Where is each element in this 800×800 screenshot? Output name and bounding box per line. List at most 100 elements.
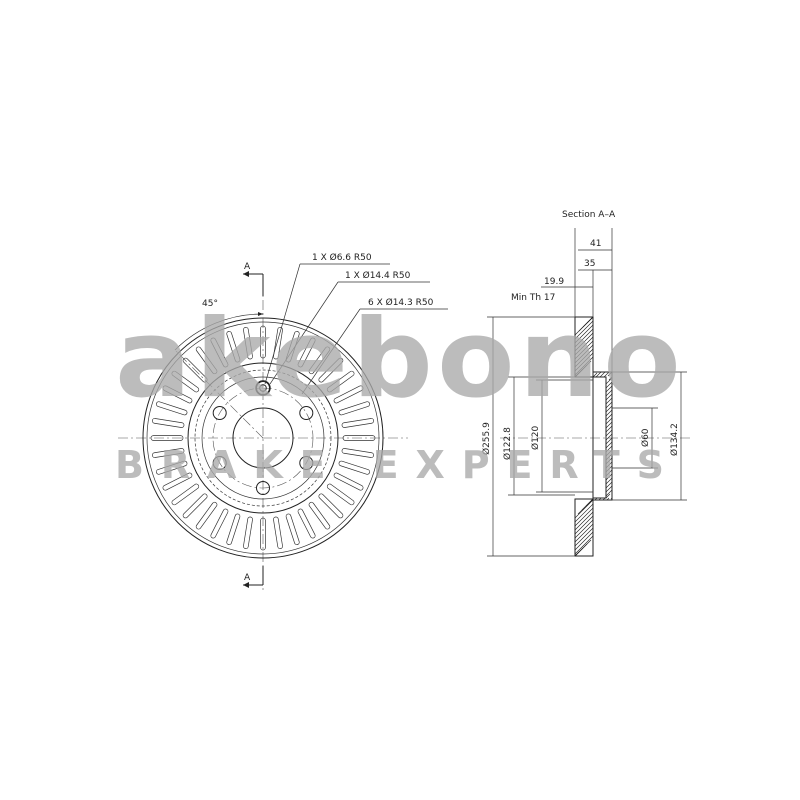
section-hatching <box>574 316 613 557</box>
callout-medium-hole: 1 X Ø14.4 R50 <box>269 270 430 385</box>
hatch-line <box>599 371 606 378</box>
vent-slot <box>326 370 355 393</box>
vent-slot <box>308 501 331 530</box>
vent-slot <box>297 337 316 368</box>
hatch-line <box>610 497 613 500</box>
hatch-line <box>605 385 613 393</box>
hatch-line <box>574 336 594 356</box>
hat-flange <box>593 376 607 499</box>
vent-slot <box>171 483 200 506</box>
vent-slot <box>226 331 241 363</box>
hatch-line <box>605 397 613 405</box>
hatch-line <box>574 507 594 527</box>
hatch-line <box>605 453 613 461</box>
hatch-line <box>606 497 610 501</box>
vent-slot <box>151 448 185 458</box>
bolt-hole <box>256 481 270 495</box>
dim-hat-depth: 35 <box>584 259 595 269</box>
hatch-line <box>605 377 613 385</box>
callout-bolt-holes: 6 X Ø14.3 R50 <box>301 297 448 395</box>
hatch-line <box>605 433 613 441</box>
hatch-line <box>574 344 594 364</box>
section-mark-top-label: A <box>244 262 251 272</box>
hatch-line <box>589 498 594 503</box>
section-marker-top: A <box>243 262 264 296</box>
hatch-line <box>605 441 613 449</box>
callout-small-hole: 1 X Ø6.6 R50 <box>264 252 390 385</box>
hatch-line <box>605 381 613 389</box>
hatch-line <box>574 523 594 543</box>
vent-slot <box>333 385 364 404</box>
hatch-line <box>603 371 610 378</box>
section-title: Section A–A <box>562 210 616 220</box>
hatch-line <box>605 485 613 493</box>
vent-slot <box>308 346 331 375</box>
vent-slots <box>150 325 376 551</box>
bolt-hole <box>299 456 314 470</box>
hatch-line <box>605 429 613 437</box>
section-marker-bottom: A <box>243 566 264 588</box>
vent-slot <box>260 325 266 359</box>
vent-slot <box>150 435 184 441</box>
dim-hat-diameter: Ø120 <box>530 425 541 450</box>
bolt-hole <box>212 456 227 470</box>
hatch-line <box>574 328 594 348</box>
vent-slot <box>195 501 218 530</box>
section-mark-bottom-label: A <box>244 573 251 583</box>
hatch-line <box>605 393 613 401</box>
hatch-line <box>574 324 594 344</box>
bolt-centerline-45 <box>174 349 264 439</box>
hatch-line <box>605 493 611 499</box>
center-bore <box>232 407 294 469</box>
vent-slot <box>260 517 266 551</box>
hatch-line <box>574 348 594 368</box>
hatch-line <box>574 356 594 376</box>
hatch-line <box>574 535 594 555</box>
hatch-line <box>605 481 613 489</box>
hatch-line <box>605 449 613 457</box>
medium-hole <box>255 380 271 396</box>
vent-slot <box>318 357 344 383</box>
watermark-brand: akebono <box>115 297 685 422</box>
vent-slot <box>333 472 364 491</box>
bolt-circle <box>212 387 314 489</box>
hatch-line <box>605 477 613 485</box>
dim-min-thickness: Min Th 17 <box>511 293 555 303</box>
disc-outer-edge-inner <box>146 321 380 555</box>
bolt-hole <box>299 406 314 420</box>
callout-medium-hole-label: 1 X Ø14.4 R50 <box>345 270 411 281</box>
hatch-line <box>574 503 594 523</box>
hatch-line <box>605 413 613 421</box>
angle-label: 45° <box>202 299 218 309</box>
hatch-line <box>605 461 613 469</box>
front-view: 45° A A 1 X Ø6.6 R50 1 X Ø14.4 R50 <box>118 252 448 590</box>
hatch-line <box>574 352 594 372</box>
angle-arc <box>174 313 264 351</box>
vent-slot <box>171 370 200 393</box>
dim-hat-outer-diameter: Ø134.2 <box>669 423 680 456</box>
vent-slot <box>297 508 316 539</box>
friction-ring-inner <box>187 362 339 514</box>
vent-slot <box>151 418 185 428</box>
vent-slot <box>243 516 253 550</box>
dim-friction-inner-diameter: Ø122.8 <box>502 427 513 460</box>
hatch-line <box>590 316 594 320</box>
hat-outer <box>201 376 325 500</box>
hatch-line <box>605 421 613 429</box>
hatch-line <box>574 499 594 519</box>
hatch-line <box>605 389 613 397</box>
watermark-tagline: BRAKE EXPERTS <box>115 443 685 487</box>
watermark: akebono BRAKE EXPERTS <box>115 297 685 487</box>
vent-slot <box>341 418 375 428</box>
vent-slot <box>326 483 355 506</box>
dim-center-bore: Ø60 <box>640 428 651 447</box>
hatch-line <box>595 371 602 378</box>
vent-slot <box>273 516 283 550</box>
hatch-line <box>605 425 613 433</box>
vent-slot <box>318 493 344 519</box>
vent-slot <box>226 513 241 545</box>
vent-slot <box>162 385 193 404</box>
hatch-line <box>574 539 592 557</box>
hatch-line <box>574 527 594 547</box>
